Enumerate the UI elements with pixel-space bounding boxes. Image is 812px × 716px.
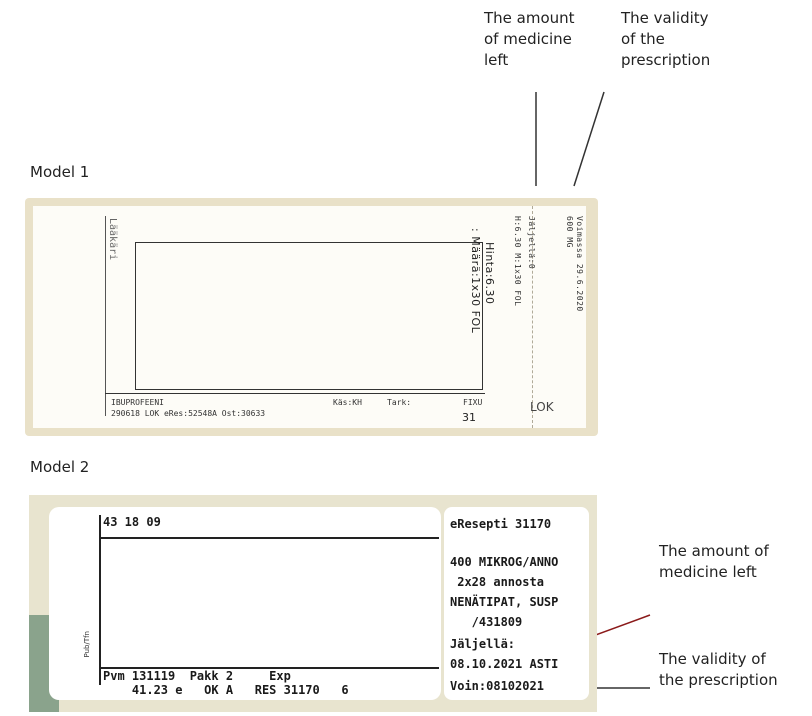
annotation-validity-top: The validity of the prescription	[621, 9, 711, 69]
model2-form: NENÄTIPAT, SUSP	[450, 595, 559, 609]
model2-bottom-rule	[99, 667, 439, 669]
model1-drug-name: IBUPROFEENI	[111, 398, 164, 407]
model1-strength: 600 MG	[565, 216, 574, 248]
model2-left-card: 43 18 09 Pub/Tfn Pvm 131119 Pakk 2 Exp 4…	[49, 507, 441, 700]
annotation-amount-left-bottom: The amount of medicine left	[659, 542, 769, 581]
model1-bottom-rule	[105, 393, 485, 394]
model2-code: /431809	[450, 615, 523, 629]
annotation-validity-bottom: The validity of the prescription	[659, 650, 778, 689]
model2-row2: 41.23 e OK A RES 31170 6	[103, 683, 349, 697]
model1-validity: Voimassa 29.6.2020	[575, 216, 584, 312]
pointer-validity-top	[573, 91, 605, 187]
model1-laakari-text: Lääkäri	[107, 218, 118, 261]
model1-prescription-line: 290618 LOK eRes:52548A Ost:30633	[111, 409, 266, 418]
model2-eresepti: eResepti 31170	[450, 517, 552, 531]
model1-left-rule	[105, 216, 106, 416]
model2-vertical-rule	[99, 515, 101, 685]
model2-row1: Pvm 131119 Pakk 2 Exp	[103, 669, 291, 683]
model1-kas: Käs:KH	[333, 398, 362, 407]
model1-label-paper: Lääkäri IBUPROFEENI 290618 LOK eRes:5254…	[33, 206, 586, 428]
model2-heading: Model 2	[30, 458, 90, 476]
model1-amount-left: Jäljellä:0	[527, 216, 536, 270]
model2-amount-left-label: Jäljellä:	[450, 637, 516, 651]
model1-number: 31	[462, 411, 476, 424]
model1-hinta: Hinta:6.30	[483, 242, 496, 305]
model1-tark: Tark:	[387, 398, 412, 407]
model1-label-photo: Lääkäri IBUPROFEENI 290618 LOK eRes:5254…	[25, 198, 598, 436]
model1-fixu: FIXU	[463, 398, 483, 407]
model1-lok: LOK	[530, 400, 554, 414]
model2-pub-tfn: Pub/Tfn	[83, 631, 91, 658]
model1-tear-line	[532, 206, 533, 428]
model2-top-rule	[99, 537, 439, 539]
model2-right-card: eResepti 31170 400 MIKROG/ANNO 2x28 anno…	[444, 507, 589, 700]
annotation-amount-left-top: The amount of medicine left	[484, 9, 575, 69]
model2-doses: 2x28 annosta	[450, 575, 544, 589]
model2-strength: 400 MIKROG/ANNO	[450, 555, 559, 569]
model1-price-quantity: H:6.30 M:1x30 FOL	[513, 216, 522, 307]
model2-label-photo: 43 18 09 Pub/Tfn Pvm 131119 Pakk 2 Exp 4…	[29, 495, 597, 712]
model2-validity: Voin:08102021	[450, 679, 544, 693]
model2-amount-left-date: 08.10.2021 ASTI	[450, 657, 559, 671]
model1-maara: : Määrä:1x30 FOL	[469, 228, 482, 334]
model1-heading: Model 1	[30, 163, 90, 181]
model1-writing-box	[135, 242, 483, 390]
model2-top-number: 43 18 09	[103, 515, 161, 529]
